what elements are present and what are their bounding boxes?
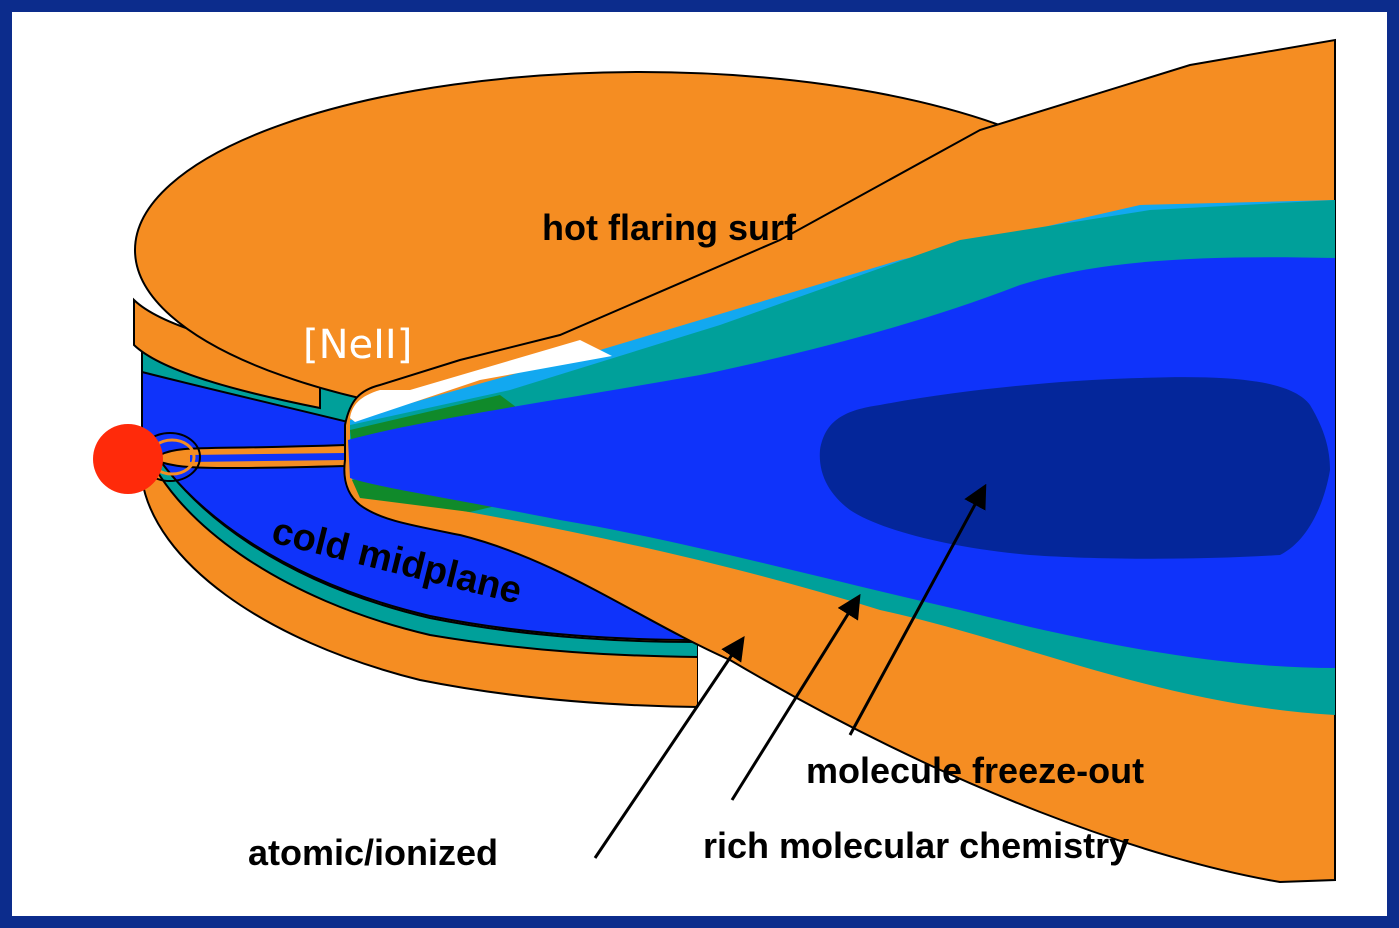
inner-gap-core	[190, 453, 345, 462]
freeze-out-core	[819, 377, 1330, 559]
label-atomic-ionized: atomic/ionized	[248, 832, 498, 873]
arrow-rich-chemistry	[730, 593, 861, 801]
central-star	[93, 424, 163, 494]
disk-upper-rim	[133, 297, 321, 410]
disk-cross-section	[343, 38, 1336, 884]
label-freeze-out: molecule freeze-out	[806, 750, 1144, 791]
label-hot-surface: hot flaring surf	[542, 207, 797, 248]
label-rich-chemistry: rich molecular chemistry	[703, 825, 1129, 866]
arrow-freeze-out	[848, 483, 987, 736]
wedge-inner-cutout	[350, 340, 612, 422]
arrow-atomic	[593, 636, 745, 859]
label-neii: [NeII]	[303, 322, 412, 368]
